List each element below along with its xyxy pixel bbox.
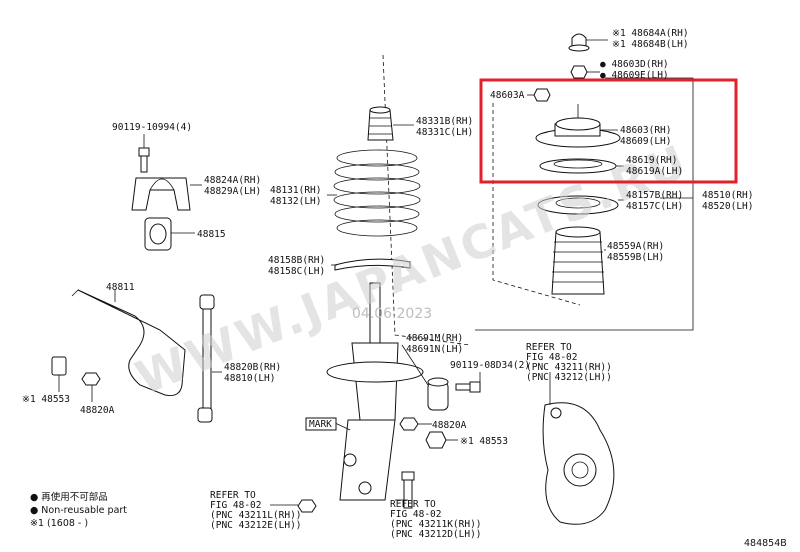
label-48157[interactable]: 48157B(RH)48157C(LH) <box>626 190 683 212</box>
seat-48157 <box>537 195 619 215</box>
label-48510[interactable]: 48510(RH)48520(LH) <box>702 190 753 212</box>
nut-48553-right <box>425 431 447 449</box>
mark-box <box>305 417 337 431</box>
label-48331[interactable]: 48331B(RH)48331C(LH) <box>416 116 473 138</box>
label-48603[interactable]: 48603(RH)48609(LH) <box>620 125 671 147</box>
assembly-outline-right <box>492 103 581 306</box>
nut-48820A-left <box>81 372 101 386</box>
label-48553-left[interactable]: ※1 48553 <box>22 394 70 405</box>
bolt-lower <box>401 471 415 509</box>
label-90119-08D34[interactable]: 90119-08D34(2) <box>450 360 530 371</box>
leader-lines <box>58 39 624 506</box>
label-48820B[interactable]: 48820B(RH)48810(LH) <box>224 362 281 384</box>
label-48691[interactable]: 48691M(RH)48691N(LH) <box>406 333 463 355</box>
nut-lower-left <box>297 499 317 513</box>
highlight-box <box>479 78 738 184</box>
bump-stop-48331 <box>367 106 394 141</box>
refer-top[interactable]: REFER TO FIG 48-02 (PNC 43211(RH)) (PNC … <box>526 342 618 383</box>
bracket-48824 <box>131 177 191 211</box>
steering-knuckle <box>542 402 615 525</box>
label-48811[interactable]: 48811 <box>106 282 135 293</box>
label-48559[interactable]: 48559A(RH)48559B(LH) <box>607 241 664 263</box>
bushing-48815 <box>144 217 172 251</box>
bolt-90119b <box>455 381 481 393</box>
label-48820A-right[interactable]: 48820A <box>432 420 467 431</box>
coil-spring-48131 <box>333 149 421 237</box>
refer-bottom-left[interactable]: REFER TO FIG 48-02 (PNC 43211L(RH)) (PNC… <box>210 490 307 531</box>
date-stamp: 04.06.2023 <box>352 306 432 322</box>
stabilizer-link-48820B <box>197 294 215 423</box>
stabilizer-bar-48811 <box>71 289 186 396</box>
legend: ● 再使用不可部品 ● Non-reusable part ※1 (1608 -… <box>30 491 130 529</box>
label-48619[interactable]: 48619(RH)48619A(LH) <box>626 155 683 177</box>
bushing-48691 <box>427 377 449 411</box>
refer-bottom-mid[interactable]: REFER TO FIG 48-02 (PNC 43211K(RH)) (PNC… <box>390 499 487 540</box>
label-48824[interactable]: 48824A(RH)48829A(LH) <box>204 175 261 197</box>
label-48131[interactable]: 48131(RH)48132(LH) <box>270 185 321 207</box>
mark-label: MARK <box>309 419 332 430</box>
nut-48553-left <box>51 356 67 376</box>
label-90119-10994[interactable]: 90119-10994(4) <box>112 122 192 133</box>
nut-48820A-right <box>399 417 419 431</box>
label-48603A[interactable]: 48603A <box>490 90 525 101</box>
label-48603D[interactable]: ● 48603D(RH)● 48609E(LH) <box>600 59 669 81</box>
strut-mount-48603 <box>535 104 621 148</box>
nut-48603D <box>570 65 588 79</box>
bellows-48559 <box>551 226 605 295</box>
bolt-90119a <box>138 147 150 173</box>
cap-48684 <box>568 33 590 52</box>
label-48553-right[interactable]: ※1 48553 <box>460 436 508 447</box>
label-48684[interactable]: ※1 48684A(RH)※1 48684B(LH) <box>612 28 689 50</box>
diagram-code: 484854B <box>744 538 787 549</box>
insulator-48158 <box>334 258 411 271</box>
nut-48603A <box>533 88 551 102</box>
label-48820A-left[interactable]: 48820A <box>80 405 115 416</box>
shock-absorber <box>326 282 424 501</box>
bracket-48510 <box>475 77 694 331</box>
label-48815[interactable]: 48815 <box>197 229 226 240</box>
label-48158[interactable]: 48158B(RH)48158C(LH) <box>268 255 325 277</box>
assembly-outline-left <box>382 54 471 346</box>
